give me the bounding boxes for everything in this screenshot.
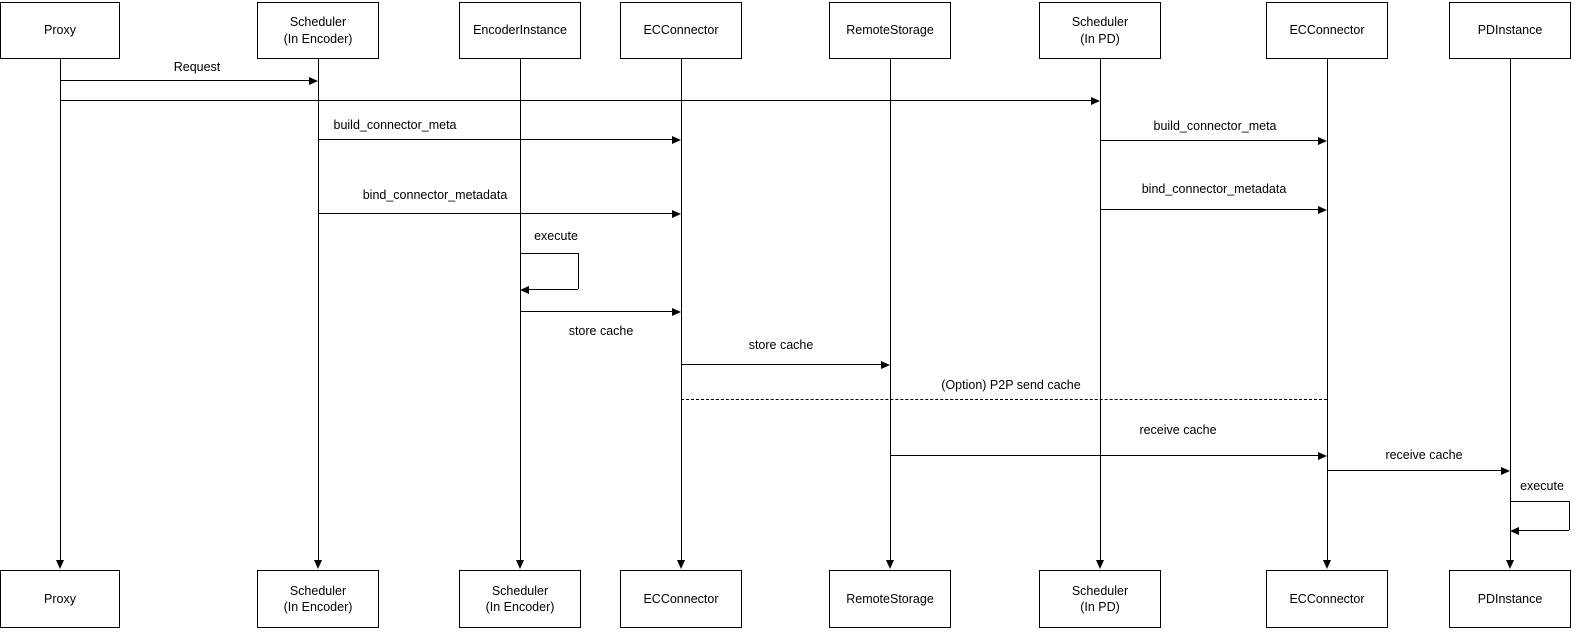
lifeline-arrow-remote-storage <box>886 560 894 569</box>
lifeline-scheduler-encoder <box>318 59 319 561</box>
actor-bottom-label-scheduler-pd: Scheduler (In PD) <box>1071 583 1129 614</box>
message-label-build-connector-meta-pd: build_connector_meta <box>1151 119 1279 133</box>
actor-top-label-proxy: Proxy <box>44 23 76 38</box>
self-loop-bottom-execute-encoder-instance <box>528 289 578 290</box>
message-line-p2p-send-cache <box>681 399 1327 400</box>
actor-top-label-ec-connector-1: ECConnector <box>643 23 719 38</box>
self-loop-arrowhead-execute-encoder-instance <box>520 285 529 294</box>
actor-top-label-ec-connector-2: ECConnector <box>1289 23 1365 38</box>
message-arrowhead-receive-cache-from-storage <box>1318 451 1327 460</box>
lifeline-ec-connector-2 <box>1327 59 1328 561</box>
lifeline-remote-storage <box>890 59 891 561</box>
lifeline-arrow-proxy <box>56 560 64 569</box>
actor-bottom-box-proxy: Proxy <box>0 570 120 628</box>
lifeline-proxy <box>60 59 61 561</box>
self-loop-label-execute-pd-instance: execute <box>1518 479 1566 493</box>
lifeline-encoder-instance <box>520 59 521 561</box>
actor-top-label-scheduler-pd: Scheduler (In PD) <box>1071 15 1129 46</box>
lifeline-arrow-scheduler-encoder <box>314 560 322 569</box>
message-line-store-cache-to-remotestorage <box>681 364 888 365</box>
actor-bottom-label-proxy: Proxy <box>44 591 76 606</box>
message-line-store-cache-to-ecconnector <box>520 311 679 312</box>
actor-top-label-encoder-instance: EncoderInstance <box>473 23 567 38</box>
message-label-request: Request <box>171 60 223 74</box>
message-arrowhead-bind-connector-metadata-encoder <box>672 209 681 218</box>
actor-bottom-label-scheduler-encoder: Scheduler (In Encoder) <box>283 583 353 614</box>
lifeline-arrow-encoder-instance <box>516 560 524 569</box>
actor-top-box-proxy: Proxy <box>0 2 120 59</box>
message-label-store-cache-to-ecconnector: store cache <box>566 324 636 338</box>
actor-bottom-label-pd-instance: PDInstance <box>1477 591 1543 606</box>
message-line-bind-connector-metadata-pd <box>1100 209 1325 210</box>
message-label-store-cache-to-remotestorage: store cache <box>746 338 816 352</box>
actor-top-box-pd-instance: PDInstance <box>1449 2 1571 59</box>
message-line-build-connector-meta-pd <box>1100 140 1325 141</box>
lifeline-ec-connector-1 <box>681 59 682 561</box>
actor-bottom-box-remote-storage: RemoteStorage <box>829 570 951 628</box>
actor-top-label-pd-instance: PDInstance <box>1477 23 1543 38</box>
message-arrowhead-build-connector-meta-encoder <box>672 135 681 144</box>
message-line-receive-cache-from-storage <box>890 455 1325 456</box>
message-arrowhead-build-connector-meta-pd <box>1318 136 1327 145</box>
self-loop-arrowhead-execute-pd-instance <box>1510 526 1519 535</box>
message-label-bind-connector-metadata-pd: bind_connector_metadata <box>1139 182 1289 196</box>
message-line-proxy-to-scheduler-pd <box>60 100 1098 101</box>
actor-bottom-label-encoder-instance: Scheduler (In Encoder) <box>485 583 555 614</box>
lifeline-arrow-scheduler-pd <box>1096 560 1104 569</box>
actor-top-box-scheduler-encoder: Scheduler (In Encoder) <box>257 2 379 59</box>
actor-top-label-remote-storage: RemoteStorage <box>846 23 934 38</box>
lifeline-scheduler-pd <box>1100 59 1101 561</box>
message-arrowhead-bind-connector-metadata-pd <box>1318 205 1327 214</box>
message-label-bind-connector-metadata-encoder: bind_connector_metadata <box>360 188 510 202</box>
actor-top-box-encoder-instance: EncoderInstance <box>459 2 581 59</box>
actor-top-label-scheduler-encoder: Scheduler (In Encoder) <box>283 15 353 46</box>
lifeline-arrow-ec-connector-1 <box>677 560 685 569</box>
message-line-bind-connector-metadata-encoder <box>318 213 679 214</box>
message-label-receive-cache-from-storage: receive cache <box>1137 423 1219 437</box>
actor-bottom-box-encoder-instance: Scheduler (In Encoder) <box>459 570 581 628</box>
actor-bottom-label-ec-connector-1: ECConnector <box>643 591 719 606</box>
message-arrowhead-receive-cache-to-pdinstance <box>1501 466 1510 475</box>
actor-bottom-box-ec-connector-2: ECConnector <box>1266 570 1388 628</box>
self-loop-top-execute-encoder-instance <box>520 253 578 254</box>
self-loop-right-execute-encoder-instance <box>578 253 579 289</box>
message-arrowhead-store-cache-to-ecconnector <box>672 307 681 316</box>
actor-bottom-label-ec-connector-2: ECConnector <box>1289 591 1365 606</box>
message-arrowhead-store-cache-to-remotestorage <box>881 360 890 369</box>
actor-bottom-box-scheduler-encoder: Scheduler (In Encoder) <box>257 570 379 628</box>
self-loop-right-execute-pd-instance <box>1569 501 1570 530</box>
message-arrowhead-proxy-to-scheduler-pd <box>1091 96 1100 105</box>
message-line-receive-cache-to-pdinstance <box>1327 470 1508 471</box>
actor-bottom-box-ec-connector-1: ECConnector <box>620 570 742 628</box>
message-label-receive-cache-to-pdinstance: receive cache <box>1383 448 1465 462</box>
actor-bottom-label-remote-storage: RemoteStorage <box>846 591 934 606</box>
self-loop-top-execute-pd-instance <box>1510 501 1569 502</box>
actor-top-box-remote-storage: RemoteStorage <box>829 2 951 59</box>
actor-top-box-ec-connector-2: ECConnector <box>1266 2 1388 59</box>
actor-top-box-ec-connector-1: ECConnector <box>620 2 742 59</box>
lifeline-arrow-pd-instance <box>1506 560 1514 569</box>
message-label-p2p-send-cache: (Option) P2P send cache <box>939 378 1083 392</box>
message-arrowhead-request <box>309 76 318 85</box>
message-line-build-connector-meta-encoder <box>318 139 679 140</box>
self-loop-label-execute-encoder-instance: execute <box>532 229 580 243</box>
message-label-build-connector-meta-encoder: build_connector_meta <box>331 118 459 132</box>
lifeline-pd-instance <box>1510 59 1511 561</box>
message-line-request <box>60 80 316 81</box>
lifeline-arrow-ec-connector-2 <box>1323 560 1331 569</box>
actor-bottom-box-scheduler-pd: Scheduler (In PD) <box>1039 570 1161 628</box>
actor-top-box-scheduler-pd: Scheduler (In PD) <box>1039 2 1161 59</box>
actor-bottom-box-pd-instance: PDInstance <box>1449 570 1571 628</box>
self-loop-bottom-execute-pd-instance <box>1518 530 1569 531</box>
